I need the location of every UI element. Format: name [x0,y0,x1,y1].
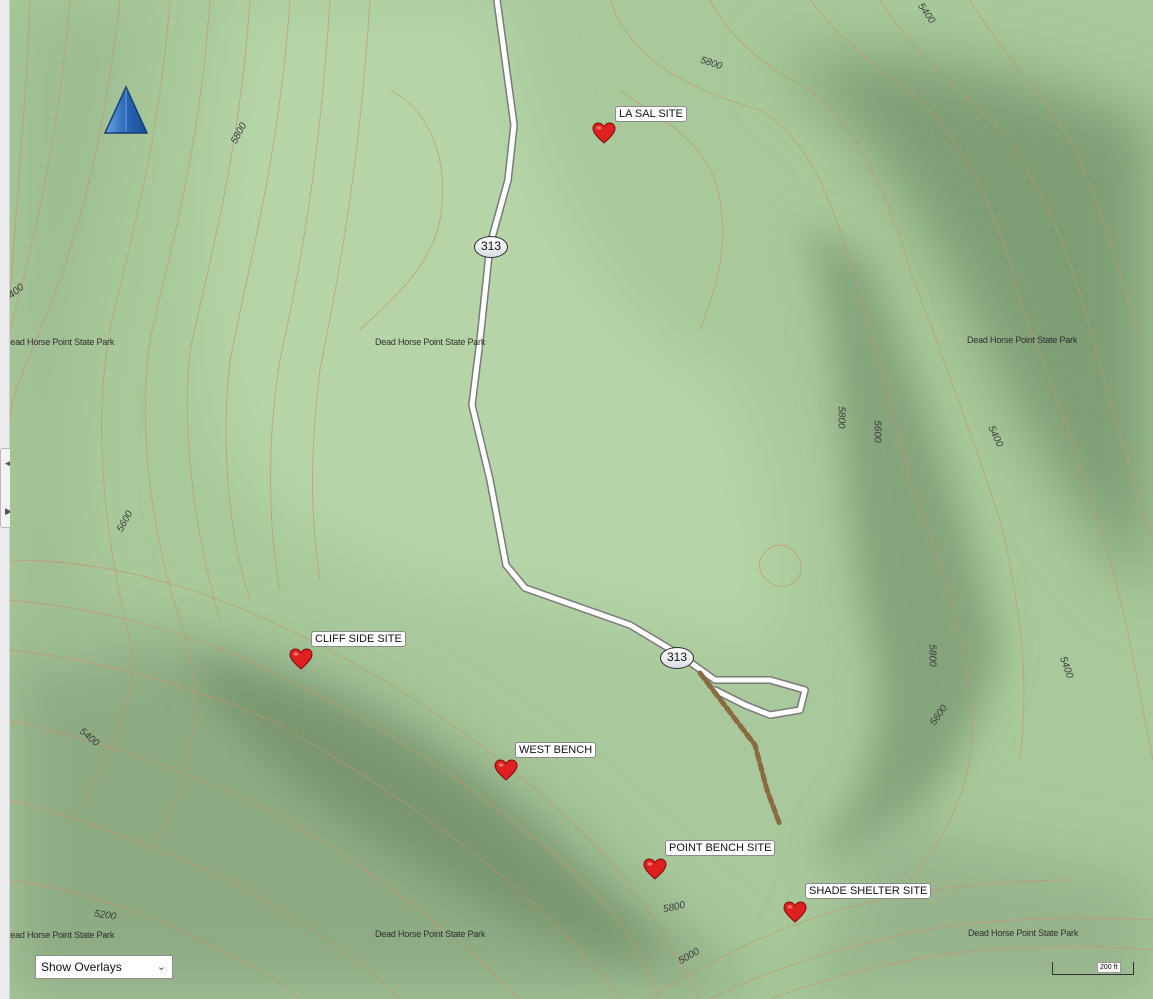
park-label-southwest: Dead Horse Point State Park [10,930,115,940]
route-shield-313[interactable]: 313 [660,647,694,669]
heart-icon[interactable] [592,122,616,144]
collapse-left-icon[interactable]: ◀ [5,458,12,468]
contour-label: 5800 [926,644,938,667]
poi-shade-shelter-site[interactable]: SHADE SHELTER SITE [783,883,932,928]
heart-icon[interactable] [289,648,313,670]
poi-label: WEST BENCH [515,742,597,758]
poi-label: LA SAL SITE [615,106,687,122]
park-label-south: Dead Horse Point State Park [375,929,486,939]
poi-west-bench[interactable]: WEST BENCH [494,742,597,786]
poi-point-bench-site[interactable]: POINT BENCH SITE [643,840,776,885]
show-overlays-select[interactable]: Show Overlays ⌄ [35,955,173,979]
map-canvas[interactable] [10,0,1153,999]
heart-icon[interactable] [494,759,518,781]
poi-label: POINT BENCH SITE [665,840,776,856]
road-route-313[interactable] [468,0,809,719]
poi-la-sal-site[interactable]: LA SAL SITE [592,106,687,149]
chevron-down-icon[interactable]: ⌄ [156,961,166,973]
poi-label: SHADE SHELTER SITE [805,883,932,899]
park-label-west: Dead Horse Point State Park [10,337,115,347]
scale-label: 200 ft [1097,962,1121,973]
park-label-southeast: Dead Horse Point State Park [968,928,1079,938]
heart-icon[interactable] [783,901,807,923]
route-shield-313[interactable]: 313 [474,236,508,258]
park-label-east: Dead Horse Point State Park [967,335,1078,345]
park-label-center: Dead Horse Point State Park [375,337,486,347]
contour-label: 5600 [871,420,883,443]
map-view[interactable]: Dead Horse Point State Park Dead Horse P… [10,0,1153,999]
poi-cliff-side-site[interactable]: CLIFF SIDE SITE [289,631,406,675]
contour-lines [10,0,1153,999]
north-arrow-icon [103,85,149,134]
trail-path[interactable] [697,670,783,828]
terrain-shading [10,0,1153,999]
scale-bar [1052,962,1134,975]
expand-right-icon[interactable]: ▶ [5,506,12,516]
show-overlays-value: Show Overlays [41,960,122,974]
poi-label: CLIFF SIDE SITE [311,631,406,647]
heart-icon[interactable] [643,858,667,880]
contour-label: 5800 [835,406,847,429]
